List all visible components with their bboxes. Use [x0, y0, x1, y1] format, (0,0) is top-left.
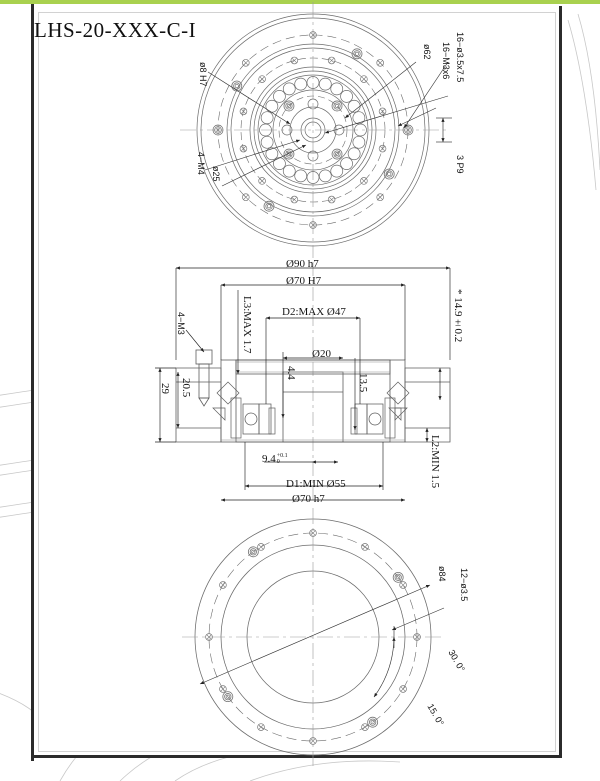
roller-element: [318, 169, 332, 183]
dimension-label-holes12: 12−ø3.5: [459, 568, 469, 602]
dimension-label-m3: 4−M3: [176, 312, 186, 335]
dimension-label-dim44: 4.4: [285, 366, 297, 380]
dimension-label-d70H7: Ø70 H7: [286, 275, 322, 287]
hole: [376, 193, 384, 201]
hole: [361, 723, 369, 731]
dimension-label-d2max: D2:MAX Ø47: [282, 306, 346, 318]
sheet-left-border: [31, 4, 34, 761]
hole: [327, 56, 336, 65]
dimension-label-d25: ø25: [211, 166, 221, 182]
hole: [290, 56, 299, 65]
hole: [376, 59, 384, 67]
top-view-geometry: [180, 2, 446, 258]
dimension-label-h149: * 14.9±0.2: [452, 289, 464, 343]
hole: [327, 195, 336, 204]
dimension-label-d1min: D1:MIN Ø55: [286, 478, 346, 490]
roller-element: [282, 82, 296, 96]
roller-element: [259, 123, 272, 137]
roller-element: [306, 76, 320, 89]
top-accent-bar: [0, 0, 600, 4]
roller-element: [352, 111, 366, 125]
hole: [263, 200, 275, 212]
hole: [378, 144, 387, 153]
dimension-label-dim205: 20.5: [180, 378, 192, 398]
dimension-label-d70h7: Ø70 h7: [292, 493, 325, 505]
hole: [383, 168, 395, 180]
dimension-label-m3x6: 16−M3x6: [441, 42, 451, 80]
tolerance-base-value: 9.4: [262, 453, 276, 465]
hole: [242, 59, 250, 67]
hole: [360, 177, 368, 185]
dimension-label-dim29: 29: [159, 383, 171, 394]
hole: [242, 193, 250, 201]
section-dimension-lines: [155, 266, 451, 502]
roller-element: [273, 90, 286, 103]
hole: [231, 80, 243, 92]
roller-element: [260, 111, 274, 125]
roller-element: [330, 164, 344, 178]
roller-element: [354, 123, 367, 137]
roller-element: [347, 147, 361, 161]
roller-element: [294, 77, 308, 91]
roller-element: [260, 135, 274, 149]
dimension-label-dim135: 13.5: [357, 373, 369, 393]
tolerance-lower: 0: [276, 459, 280, 466]
bottom-view-leaders: [199, 584, 445, 698]
hole: [361, 543, 369, 551]
roller-element: [273, 157, 286, 170]
hole: [257, 723, 265, 731]
roller-element: [265, 99, 279, 113]
hole: [378, 107, 387, 116]
hole: [258, 177, 266, 185]
bottom-view-geometry: [182, 508, 444, 766]
tolerance-upper: +0.1: [276, 453, 288, 460]
roller-element: [294, 169, 308, 183]
dimension-label-key3p9: 3 P9: [455, 155, 465, 174]
hole: [290, 195, 299, 204]
roller-element: [340, 90, 353, 103]
hole: [239, 107, 248, 116]
roller-ring: [259, 76, 367, 184]
top-view-leaders: [204, 61, 452, 187]
roller-element: [352, 135, 366, 149]
dimension-label-d90h7: Ø90 h7: [286, 258, 319, 270]
hole: [360, 75, 368, 83]
dimension-label-l2min: L2:MIN 1.5: [429, 435, 441, 489]
hole: [257, 543, 265, 551]
dimension-label-d62: ø62: [422, 44, 432, 60]
hole: [239, 144, 248, 153]
hole: [331, 100, 343, 112]
roller-element: [340, 157, 353, 170]
hole: [399, 685, 407, 693]
hole: [258, 75, 266, 83]
page-title: LHS-20-XXX-C-I: [34, 18, 197, 42]
dimension-label-m4: 4−M4: [196, 152, 206, 175]
dimension-label-d84: ø84: [437, 566, 447, 582]
roller-element: [318, 77, 332, 91]
hole: [399, 581, 407, 589]
dimension-label-holes16: 16−ø3.5x7.5: [455, 32, 465, 83]
hole: [219, 685, 227, 693]
roller-element: [282, 164, 296, 178]
hole: [351, 48, 363, 60]
dimension-label-d8h7: ø8 H7: [198, 62, 208, 87]
dimension-label-d20: Ø20: [312, 348, 331, 360]
roller-element: [306, 171, 320, 184]
hole: [219, 581, 227, 589]
section-view-geometry: [175, 262, 451, 500]
roller-element: [330, 82, 344, 96]
dimension-label-l3max: L3:MAX 1.7: [241, 296, 253, 354]
roller-element: [265, 147, 279, 161]
